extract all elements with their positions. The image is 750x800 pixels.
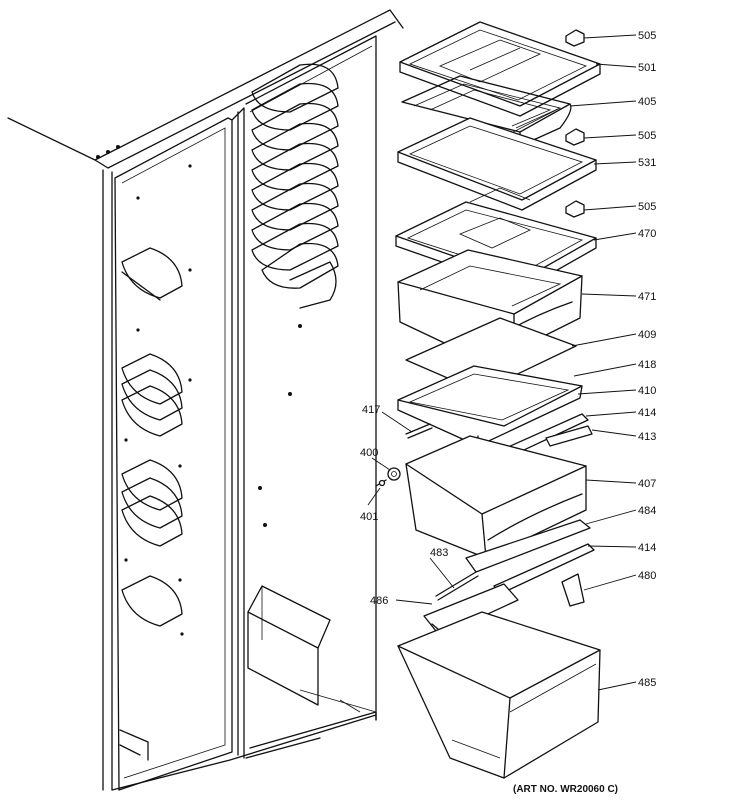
- door-bins: [121, 164, 302, 636]
- label-484: 484: [638, 505, 656, 517]
- drawer-485: [397, 611, 601, 779]
- screw-401: [375, 479, 387, 487]
- label-485: 485: [638, 677, 656, 689]
- label-480: 480: [638, 570, 656, 582]
- label-409: 409: [638, 329, 656, 341]
- label-505c: 505: [638, 201, 656, 213]
- label-401: 401: [360, 511, 378, 523]
- refrigerator-cabinet: [7, 9, 404, 791]
- label-486: 486: [370, 595, 388, 607]
- handle-413: [545, 425, 593, 447]
- art-number: (ART NO. WR20060 C): [513, 784, 618, 795]
- label-470: 470: [638, 228, 656, 240]
- rod-417: [405, 423, 433, 439]
- label-501: 501: [638, 62, 656, 74]
- clip-505: [565, 29, 585, 218]
- label-414b: 414: [638, 542, 656, 554]
- label-471: 471: [638, 291, 656, 303]
- shelf-531: [397, 117, 597, 211]
- part-labels: 505 501 405 505 531 505 470 471 409 418 …: [360, 30, 656, 689]
- label-418: 418: [638, 359, 656, 371]
- freezer-shelves: [251, 63, 339, 309]
- label-417: 417: [362, 404, 380, 416]
- cover-484: [465, 519, 591, 573]
- label-407: 407: [638, 478, 656, 490]
- knob-400: [387, 467, 401, 481]
- leader-lines: [367, 34, 637, 691]
- label-400: 400: [360, 447, 378, 459]
- label-405: 405: [638, 96, 656, 108]
- label-505a: 505: [638, 30, 656, 42]
- rod-483: [435, 571, 479, 601]
- label-410: 410: [638, 385, 656, 397]
- label-531: 531: [638, 157, 656, 169]
- label-483: 483: [430, 547, 448, 559]
- label-414a: 414: [638, 407, 656, 419]
- label-505b: 505: [638, 130, 656, 142]
- bracket-480: [561, 573, 585, 607]
- label-413: 413: [638, 431, 656, 443]
